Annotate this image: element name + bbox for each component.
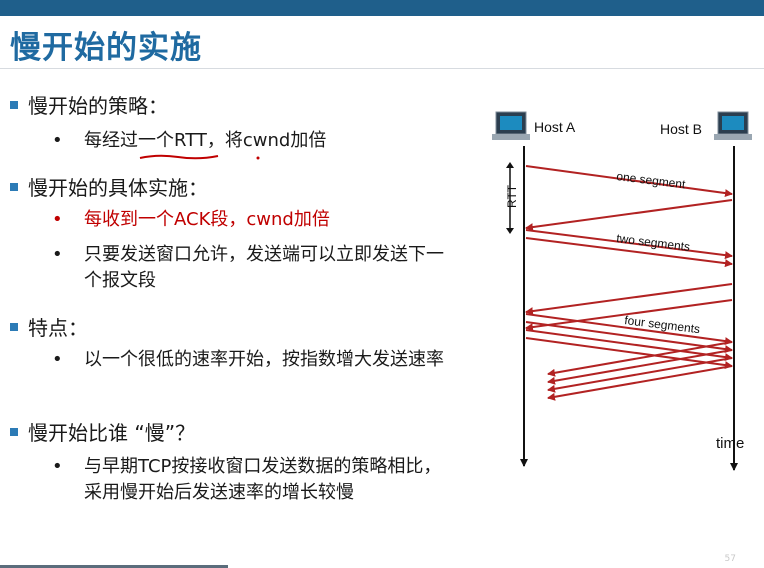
host-b-label: Host B: [660, 121, 702, 137]
segment-arrow: [525, 165, 733, 198]
rtt-label: RTT: [505, 184, 519, 208]
segment-arrow: [525, 321, 733, 354]
segment-arrow: [525, 329, 733, 362]
ack-arrow: [525, 299, 733, 332]
host-b-computer-icon: [714, 111, 752, 140]
ack-arrow: [547, 349, 733, 385]
page-number: 57: [724, 554, 736, 564]
bullet-square-icon: [10, 183, 18, 191]
bullet-dot-icon: •: [52, 456, 63, 477]
sub-bullet-comparison: •与早期TCP按接收窗口发送数据的策略相比，采用慢开始后发送速率的增长较慢: [52, 456, 442, 503]
rtt-arrow-up-icon: [506, 162, 514, 168]
sub-bullet-double-per-rtt: •每经过一个RTT，将cwnd加倍: [52, 128, 412, 154]
top-bar: [0, 0, 764, 16]
slide-title: 慢开始的实施: [10, 30, 202, 66]
ack-arrow: [547, 357, 733, 393]
bullet-features: 特点：: [10, 312, 88, 341]
ack-arrow: [525, 283, 733, 316]
title-divider: [0, 68, 764, 69]
segment-arrow: [525, 337, 733, 370]
bullet-implementation: 慢开始的具体实施：: [10, 172, 208, 201]
rtt-arrow-down-icon: [506, 228, 514, 234]
segment-arrow: [525, 313, 733, 346]
segment-arrow: [525, 229, 733, 260]
sub-bullet-exponential: •以一个很低的速率开始，按指数增大发送速率: [52, 347, 452, 373]
bottom-strip: [0, 565, 228, 568]
sub-bullet-send-immediately: •只要发送窗口允许，发送端可以立即发送下一个报文段: [52, 244, 444, 291]
bullet-slow-compared: 慢开始比谁 “慢”？: [10, 417, 195, 446]
host-a-label: Host A: [534, 119, 576, 135]
bullet-dot-icon: •: [52, 209, 63, 230]
bullet-dot-icon: •: [52, 349, 63, 370]
bullet-square-icon: [10, 323, 18, 331]
bullet-square-icon: [10, 428, 18, 436]
host-a-computer-icon: [492, 111, 530, 140]
segment-arrow: [525, 237, 733, 268]
handwritten-underline: [139, 154, 260, 160]
bullet-strategy: 慢开始的策略：: [10, 90, 168, 119]
bullet-dot-icon: •: [52, 130, 63, 151]
slow-start-diagram: Host A Host B time RTT one segment two s…: [492, 111, 752, 471]
time-label: time: [716, 435, 744, 452]
bullet-dot-icon: •: [52, 244, 63, 265]
ack-arrow: [547, 365, 733, 401]
ack-arrow: [547, 341, 733, 377]
ack-arrow: [525, 199, 733, 232]
one-segment-label: one segment: [616, 169, 687, 191]
bullet-square-icon: [10, 101, 18, 109]
sub-bullet-per-ack: •每收到一个ACK段，cwnd加倍: [52, 207, 412, 233]
